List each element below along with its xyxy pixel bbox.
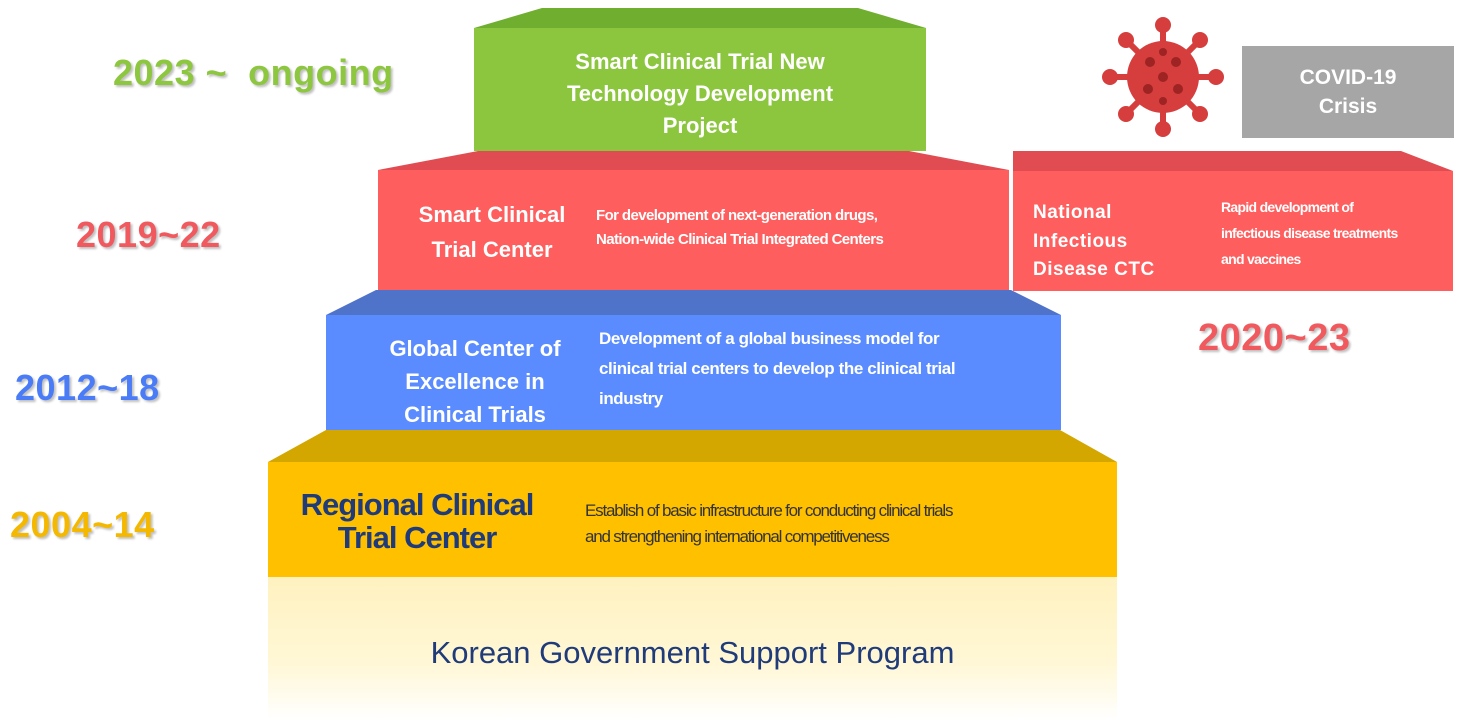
smart-top-face — [378, 151, 1009, 170]
year-label-2004: 2004~14 — [10, 504, 155, 545]
virus-icon — [1102, 17, 1224, 137]
base-label: Korean Government Support Program — [430, 635, 955, 670]
global-description: Development of a global business model f… — [599, 329, 956, 408]
smart-description: For development of next-generation drugs… — [596, 207, 884, 248]
regional-level: Regional Clinical Trial Center Establish… — [268, 430, 1117, 577]
covid-box: COVID-19 Crisis — [1242, 46, 1454, 138]
regional-title: Regional Clinical Trial Center — [300, 487, 535, 555]
infectious-block: National Infectious Disease CTC Rapid de… — [1013, 151, 1453, 291]
global-level: Global Center of Excellence in Clinical … — [326, 290, 1061, 430]
year-label-2019: 2019~22 — [76, 214, 221, 255]
smart-level: Smart Clinical Trial Center For developm… — [378, 151, 1009, 290]
infectious-description: Rapid development of infectious disease … — [1221, 199, 1398, 267]
top-level: Smart Clinical Trial New Technology Deve… — [474, 8, 926, 151]
top-top-face — [474, 8, 926, 28]
infectious-title: National Infectious Disease CTC — [1033, 202, 1155, 280]
smart-title: Smart Clinical Trial Center — [418, 202, 566, 263]
year-label-2012: 2012~18 — [15, 367, 160, 408]
regional-description: Establish of basic infrastructure for co… — [585, 501, 953, 547]
covid-label: COVID-19 Crisis — [1299, 66, 1397, 119]
infectious-top-face — [1013, 151, 1453, 171]
global-top-face — [326, 290, 1061, 315]
year-label-2020: 2020~23 — [1198, 317, 1351, 359]
top-title: Smart Clinical Trial New Technology Deve… — [566, 49, 834, 138]
base-level: Korean Government Support Program — [268, 577, 1117, 720]
year-label-2023: 2023 ~ ongoing — [113, 52, 394, 93]
global-title: Global Center of Excellence in Clinical … — [389, 336, 561, 427]
regional-top-face — [268, 430, 1117, 462]
